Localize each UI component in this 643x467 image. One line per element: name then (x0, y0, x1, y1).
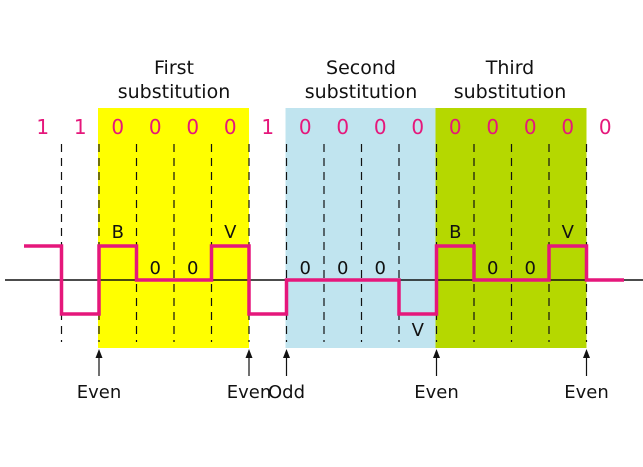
parity-marker: Even (77, 349, 122, 403)
bit-value: 1 (36, 115, 49, 139)
parity-label: Even (227, 382, 272, 403)
parity-arrow-head (95, 349, 103, 358)
pulse-label: B (112, 222, 124, 243)
bit-value: 0 (599, 115, 612, 139)
second-substitution-title-line2: substitution (305, 81, 418, 103)
parity-marker: Even (564, 349, 609, 403)
pulse-label: B (449, 222, 461, 243)
parity-arrow-head (283, 349, 290, 358)
bit-value: 0 (224, 115, 237, 139)
bit-value: 0 (411, 115, 424, 139)
pulse-label: 0 (487, 258, 498, 279)
parity-marker: Even (414, 349, 459, 403)
third-substitution-title-line2: substitution (454, 81, 567, 103)
pulse-label: 0 (337, 258, 348, 279)
bit-value: 0 (111, 115, 124, 139)
bit-value: 0 (299, 115, 312, 139)
bit-value: 0 (524, 115, 537, 139)
hdb3-signal (24, 244, 624, 316)
bit-boundaries (60, 144, 588, 342)
first-substitution-title-line1: First (154, 57, 194, 79)
bit-value: 0 (336, 115, 349, 139)
parity-label: Even (414, 382, 459, 403)
substitution-titles: First substitution Second substitution T… (118, 57, 567, 103)
second-substitution-title-line1: Second (326, 57, 396, 79)
bit-value: 0 (486, 115, 499, 139)
third-substitution-title-line1: Third (485, 57, 534, 79)
pulse-label: 0 (375, 258, 386, 279)
parity-label: Odd (268, 382, 305, 403)
bit-value: 1 (261, 115, 274, 139)
pulse-label: V (562, 222, 575, 243)
parity-label: Even (564, 382, 609, 403)
first-substitution-title-line2: substitution (118, 81, 231, 103)
bit-value: 0 (561, 115, 574, 139)
parity-arrow-head (433, 349, 440, 358)
parity-marker: Even (227, 349, 272, 403)
bit-value: 0 (186, 115, 199, 139)
substitution-regions (98, 108, 587, 348)
pulse-label: 0 (300, 258, 311, 279)
pulse-label: 0 (187, 258, 198, 279)
parity-arrow-head (583, 349, 590, 358)
parity-label: Even (77, 382, 122, 403)
bit-value: 0 (449, 115, 462, 139)
pulse-label: 0 (525, 258, 536, 279)
bit-value: 1 (74, 115, 87, 139)
pulse-label: V (224, 222, 237, 243)
pulse-label: 0 (150, 258, 161, 279)
parity-marker: Odd (268, 349, 305, 403)
pulse-label: V (412, 320, 425, 341)
bit-value: 0 (149, 115, 162, 139)
bit-value: 0 (374, 115, 387, 139)
parity-arrow-head (245, 349, 253, 358)
